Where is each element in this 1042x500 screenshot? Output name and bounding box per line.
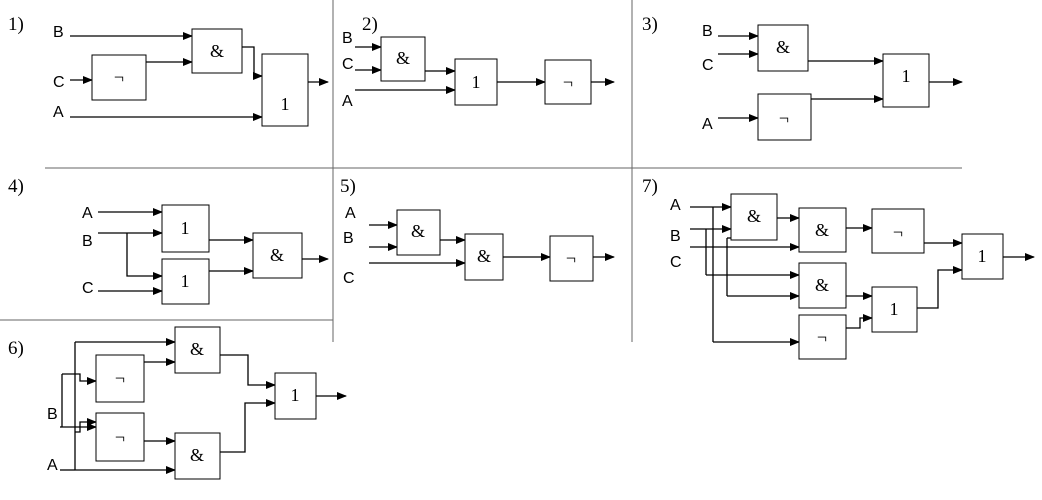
or-gate-symbol: 1 <box>181 218 190 238</box>
input-label-c: C <box>82 280 94 297</box>
not-gate-symbol: ¬ <box>566 248 576 268</box>
or-gate <box>261 53 309 127</box>
and-gate-symbol: & <box>190 445 204 465</box>
not-gate <box>544 59 592 105</box>
diagram-6: 6) B A ¬ ¬ & & 1 <box>8 326 347 480</box>
and-gate <box>396 209 441 256</box>
not-gate <box>757 93 812 141</box>
diagram-2: 2) B C A & 1 ¬ <box>342 14 615 110</box>
or-gate <box>882 53 930 108</box>
not-gate <box>95 354 145 403</box>
and-gate-symbol: & <box>270 245 284 265</box>
input-label-b: B <box>670 228 681 245</box>
not-gate-symbol: ¬ <box>114 67 124 87</box>
not-gate <box>91 54 147 101</box>
input-label-a: A <box>53 104 64 121</box>
input-label-b: B <box>343 230 354 247</box>
and-gate <box>252 232 303 279</box>
and-gate <box>174 326 221 374</box>
not-gate-symbol: ¬ <box>115 368 125 388</box>
diagram-number: 1) <box>8 14 24 35</box>
diagram-number: 4) <box>8 176 24 197</box>
or-gate <box>961 233 1004 280</box>
and-gate-symbol: & <box>776 37 790 57</box>
and-gate-symbol: & <box>190 339 204 359</box>
input-label-c: C <box>670 254 682 271</box>
and-gate <box>380 36 426 82</box>
and-gate <box>730 193 778 241</box>
or-gate <box>274 372 317 420</box>
input-label-a: A <box>702 116 713 133</box>
input-label-b: B <box>53 24 64 41</box>
not-gate-symbol: ¬ <box>817 327 827 347</box>
and-gate-symbol: & <box>747 206 761 226</box>
diagram-5: 5) A B C & & ¬ <box>340 176 615 287</box>
and-gate-symbol: & <box>815 220 829 240</box>
or-gate-symbol: 1 <box>890 299 899 319</box>
or-gate-symbol: 1 <box>978 246 987 266</box>
not-gate-symbol: ¬ <box>563 72 573 92</box>
and-gate <box>464 233 504 281</box>
diagram-4: 4) A B C 1 1 & <box>8 176 329 305</box>
diagram-number: 3) <box>642 14 658 35</box>
input-label-c: C <box>342 56 354 73</box>
and-gate-symbol: & <box>411 221 425 241</box>
input-label-a: A <box>82 205 93 222</box>
input-label-b: B <box>342 30 353 47</box>
diagram-number: 5) <box>340 176 356 197</box>
input-label-b: B <box>702 23 713 40</box>
diagram-number: 6) <box>8 338 24 359</box>
and-gate-symbol: & <box>210 41 224 61</box>
diagram-number: 2) <box>362 14 378 35</box>
not-gate-symbol: ¬ <box>779 108 789 128</box>
or-gate <box>454 58 498 106</box>
diagram-1: 1) B C A ¬ & 1 <box>8 14 329 127</box>
diagram-number: 7) <box>642 176 658 197</box>
or-gate-symbol: 1 <box>281 94 290 114</box>
panel-dividers <box>0 0 962 342</box>
and-gate <box>798 207 847 253</box>
or-gate-symbol: 1 <box>472 72 481 92</box>
not-gate <box>871 208 925 254</box>
and-gate-symbol: & <box>396 48 410 68</box>
and-gate <box>757 24 809 72</box>
or-gate <box>161 204 210 253</box>
input-label-a: A <box>47 457 58 474</box>
and-gate <box>191 28 243 74</box>
and-gate-symbol: & <box>477 246 491 266</box>
or-gate-symbol: 1 <box>181 271 190 291</box>
and-gate-symbol: & <box>815 275 829 295</box>
or-gate <box>871 286 918 333</box>
and-gate <box>174 432 221 480</box>
input-label-a: A <box>342 93 353 110</box>
or-gate-symbol: 1 <box>902 66 911 86</box>
diagram-3: 3) B C A & ¬ 1 <box>642 14 963 141</box>
diagram-7: 7) A B C & & ¬ & 1 ¬ 1 <box>642 176 1035 360</box>
not-gate <box>95 412 145 462</box>
not-gate <box>798 314 847 360</box>
or-gate <box>161 258 210 305</box>
not-gate-symbol: ¬ <box>893 222 903 242</box>
not-gate-symbol: ¬ <box>115 427 125 447</box>
input-label-c: C <box>702 57 714 74</box>
input-label-b: B <box>82 233 93 250</box>
input-label-b: B <box>47 406 58 423</box>
input-label-a: A <box>670 197 681 214</box>
or-gate-symbol: 1 <box>291 385 300 405</box>
input-label-a: A <box>345 205 356 222</box>
input-label-c: C <box>343 270 355 287</box>
and-gate <box>798 262 847 309</box>
not-gate <box>549 235 594 282</box>
input-label-c: C <box>53 74 65 91</box>
